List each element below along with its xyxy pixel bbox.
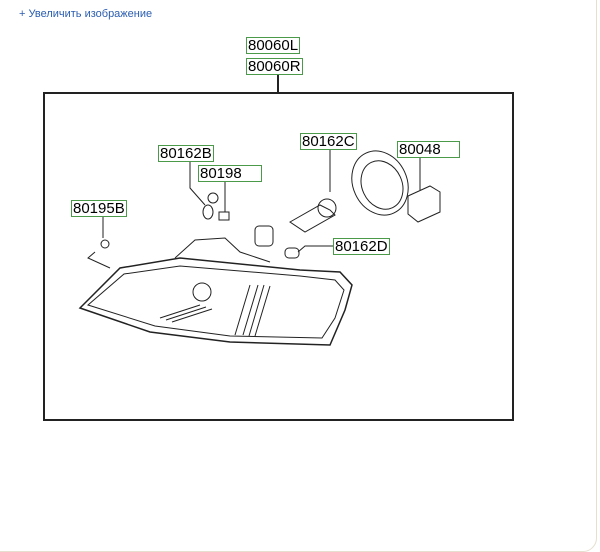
part-label-80060L[interactable]: 80060L: [246, 37, 301, 54]
part-label-80048[interactable]: 80048: [397, 141, 460, 158]
part-label-80162B[interactable]: 80162B: [158, 145, 214, 162]
part-label-80198[interactable]: 80198: [198, 165, 262, 182]
part-label-80162C[interactable]: 80162C: [300, 133, 357, 150]
part-label-80162D[interactable]: 80162D: [333, 238, 390, 255]
enlarge-image-link[interactable]: + Увеличить изображение: [19, 8, 153, 20]
part-label-80195B[interactable]: 80195B: [71, 200, 127, 217]
headlight-diagram: [43, 74, 514, 421]
part-label-80060R[interactable]: 80060R: [246, 58, 303, 75]
